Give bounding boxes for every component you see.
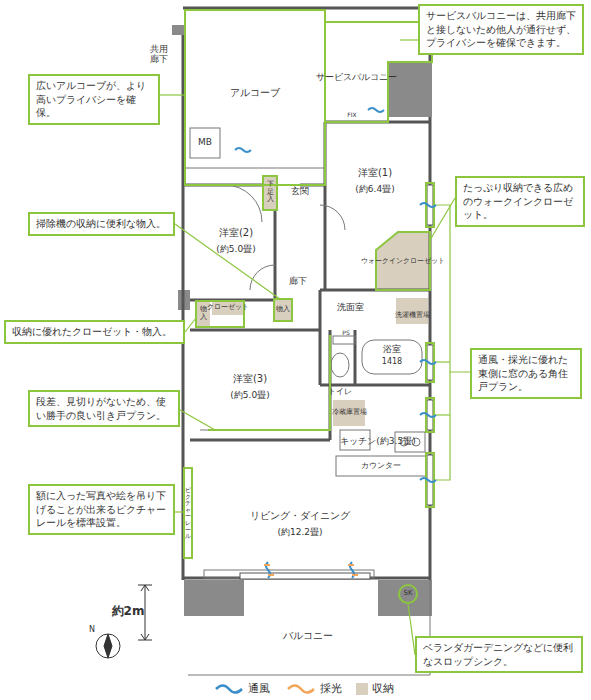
callout-box: 掃除機の収納に便利な物入。 (28, 212, 175, 236)
room-label: 洋室(1) (358, 167, 392, 178)
room-label: 洗濯機置場 (395, 312, 430, 320)
room-label: ピクチャーレール (185, 487, 191, 540)
callout-text: 額に入った写真や絵を吊り下げることが出来るピクチャーレールを標準設置。 (36, 489, 167, 530)
legend-text: 通風 (248, 681, 270, 696)
room-label: バルコニー (283, 630, 333, 641)
pillars (172, 25, 432, 616)
legend-item: 通風 (214, 681, 270, 696)
callout-text: サービスバルコニーは、共用廊下と接しないため他人が通行せず、プライバシーを確保で… (426, 9, 576, 50)
legend-text: 採光 (320, 681, 342, 696)
room-label: (約6.4畳) (355, 185, 394, 195)
room-label: サービスバルコニー (316, 73, 397, 83)
room-label: トイレ (328, 388, 352, 397)
dimension-and-north (96, 585, 152, 658)
legend-item: 採光 (286, 681, 342, 696)
callout-text: 段差、見切りがないため、使い勝手の良い引き戸プラン。 (36, 395, 172, 422)
callout-text: 収納に優れたクローゼット・物入。 (12, 325, 177, 339)
room-label: N (89, 626, 95, 635)
windows (240, 185, 433, 579)
room-label: PS (342, 330, 349, 337)
callout-box: 広いアルコーブが、より高いプライバシーを確保。 (28, 74, 160, 125)
details (185, 22, 430, 675)
room-label: 共用廊下 (150, 45, 170, 65)
room-label: 下足入 (267, 181, 274, 204)
callout-box: 収納に優れたクローゼット・物入。 (4, 320, 185, 344)
legend-line (286, 683, 316, 695)
storage-fills (196, 176, 430, 426)
room-label: 冷蔵庫置場 (332, 409, 367, 417)
room-label: SK (403, 590, 412, 598)
room-label: 洋室(3) (233, 373, 267, 384)
room-label: ウォークインクローゼット (361, 258, 445, 266)
room-label: カウンター (361, 462, 401, 471)
callout-box: ベランダガーデニングなどに便利なスロップシンク。 (415, 636, 583, 673)
legend-text: 収納 (372, 681, 394, 696)
room-label: 玄関 (291, 187, 309, 197)
room-label: クローゼット (207, 304, 249, 312)
room-label: 物入 (276, 306, 290, 314)
room-label: 廊下 (289, 277, 307, 287)
room-label: アルコーブ (230, 87, 280, 98)
legend-swatch (356, 683, 368, 695)
walls (183, 8, 430, 580)
callout-text: 通風・採光に優れた東側に窓のある角住戸プラン。 (478, 353, 574, 394)
room-label: (約5.0畳) (230, 391, 269, 401)
room-label: 1418 (382, 358, 402, 367)
callout-text: 掃除機の収納に便利な物入。 (36, 217, 167, 231)
airflow-marks (235, 108, 436, 578)
room-label: キッチン(約3.5畳) (340, 437, 415, 447)
callout-text: 広いアルコーブが、より高いプライバシーを確保。 (36, 79, 152, 120)
callout-box: 段差、見切りがないため、使い勝手の良い引き戸プラン。 (28, 390, 180, 427)
room-label: MB (198, 138, 212, 148)
room-label: FIX (347, 112, 356, 119)
room-label: (約12.2畳) (277, 528, 322, 538)
callout-box: 額に入った写真や絵を吊り下げることが出来るピクチャーレールを標準設置。 (28, 484, 175, 535)
callout-box: サービスバルコニーは、共用廊下と接しないため他人が通行せず、プライバシーを確保で… (418, 4, 584, 55)
room-label: 洋室(2) (219, 227, 253, 238)
callout-box: 通風・採光に優れた東側に窓のある角住戸プラン。 (470, 348, 582, 399)
room-label: (約5.0畳) (216, 245, 255, 255)
highlights (184, 10, 434, 603)
legend-line (214, 683, 244, 695)
callout-text: たっぷり収納できる広めのウォークインクローゼット。 (463, 181, 577, 222)
room-label: 洗面室 (337, 303, 364, 313)
leader-lines (160, 40, 470, 655)
room-label: 約2m (112, 605, 145, 618)
room-label: 浴室 (383, 345, 401, 355)
legend-item: 収納 (356, 681, 394, 696)
room-label: 物入 (200, 306, 207, 321)
callout-text: ベランダガーデニングなどに便利なスロップシンク。 (423, 641, 575, 668)
callout-box: たっぷり収納できる広めのウォークインクローゼット。 (455, 176, 585, 227)
room-label: リビング・ダイニング (250, 510, 350, 521)
